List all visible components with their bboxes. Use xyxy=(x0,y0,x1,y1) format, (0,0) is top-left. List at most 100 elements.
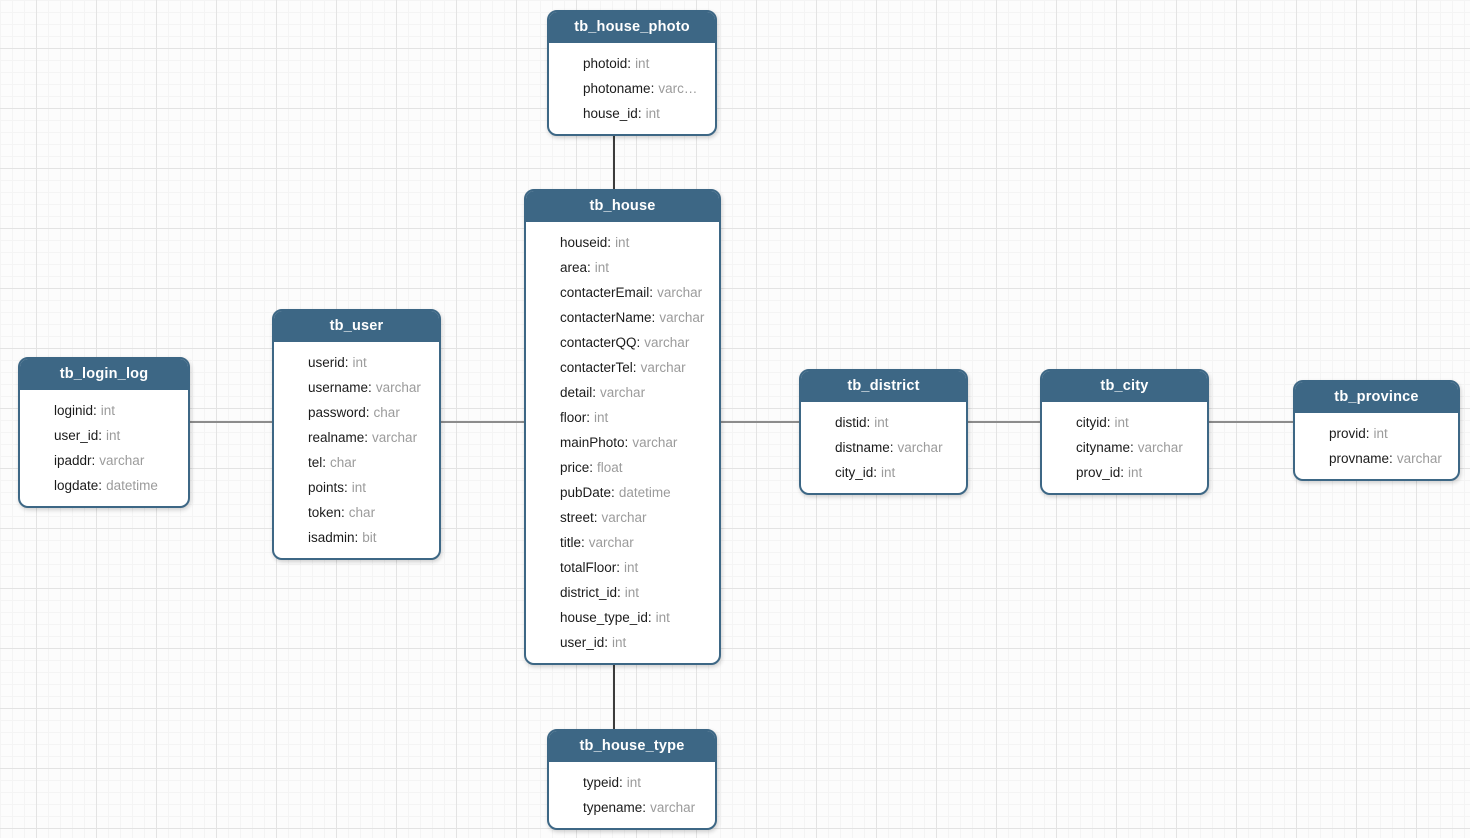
field-type: varchar xyxy=(600,385,646,400)
field-row[interactable]: loginidint xyxy=(20,398,188,423)
field-type: bit xyxy=(362,530,377,545)
field-row[interactable]: pricefloat xyxy=(526,455,719,480)
table-tb-city[interactable]: tb_city cityidint citynamevarchar prov_i… xyxy=(1040,369,1209,495)
table-tb-district[interactable]: tb_district distidint distnamevarchar ci… xyxy=(799,369,968,495)
field-row[interactable]: usernamevarchar xyxy=(274,375,439,400)
connector-house-district[interactable] xyxy=(721,421,799,423)
field-row[interactable]: city_id int xyxy=(801,460,966,485)
field-type: varchar xyxy=(644,335,690,350)
field-type: varchar xyxy=(99,453,145,468)
field-row[interactable]: houseid int xyxy=(526,230,719,255)
field-type: float xyxy=(597,460,623,475)
field-row[interactable]: distidint xyxy=(801,410,966,435)
field-name: city_id xyxy=(835,465,877,480)
field-row[interactable]: citynamevarchar xyxy=(1042,435,1207,460)
field-type: varc… xyxy=(658,81,698,96)
field-row[interactable]: pointsint xyxy=(274,475,439,500)
connector-district-city[interactable] xyxy=(968,421,1040,423)
field-row[interactable]: user_id int xyxy=(20,423,188,448)
field-row[interactable]: district_idint xyxy=(526,580,719,605)
field-type: int xyxy=(612,635,627,650)
field-row[interactable]: useridint xyxy=(274,350,439,375)
connector-city-province[interactable] xyxy=(1209,421,1293,423)
field-row[interactable]: ipaddrvarchar xyxy=(20,448,188,473)
field-row[interactable]: contacterQQvarchar xyxy=(526,330,719,355)
field-row[interactable]: contacterTelvarchar xyxy=(526,355,719,380)
field-type: int xyxy=(106,428,121,443)
field-name: totalFloor xyxy=(560,560,620,575)
field-row[interactable]: typeidint xyxy=(549,770,715,795)
table-tb-house-photo[interactable]: tb_house_photo photoidint photonamevarc…… xyxy=(547,10,717,136)
table-tb-province[interactable]: tb_province providint provnamevarchar xyxy=(1293,380,1460,481)
field-row[interactable]: house_type_idint xyxy=(526,605,719,630)
field-row[interactable]: photoidint xyxy=(549,51,715,76)
table-fields: loginidint user_id int ipaddrvarchar logd… xyxy=(20,390,188,506)
field-row[interactable]: isadminbit xyxy=(274,525,439,550)
field-row[interactable]: logdatedatetime xyxy=(20,473,188,498)
table-title[interactable]: tb_district xyxy=(801,371,966,402)
table-tb-login-log[interactable]: tb_login_log loginidint user_id int ipadd… xyxy=(18,357,190,508)
table-tb-user[interactable]: tb_user useridint usernamevarchar passwo… xyxy=(272,309,441,560)
field-row[interactable]: streetvarchar xyxy=(526,505,719,530)
connector-house-photo-house[interactable] xyxy=(613,132,615,189)
field-row[interactable]: prov_idint xyxy=(1042,460,1207,485)
field-type: int xyxy=(655,610,670,625)
table-fields: providint provnamevarchar xyxy=(1295,413,1458,479)
connector-user-house[interactable] xyxy=(441,421,524,423)
field-row[interactable]: passwordchar xyxy=(274,400,439,425)
field-name: prov_id xyxy=(1076,465,1124,480)
field-name: pubDate xyxy=(560,485,615,500)
field-row[interactable]: tokenchar xyxy=(274,500,439,525)
field-name: floor xyxy=(560,410,590,425)
field-row[interactable]: telchar xyxy=(274,450,439,475)
field-type: int xyxy=(881,465,896,480)
connector-house-house-type[interactable] xyxy=(613,665,615,729)
field-row[interactable]: provnamevarchar xyxy=(1295,446,1458,471)
field-name: user_id xyxy=(54,428,102,443)
table-fields: useridint usernamevarchar passwordchar r… xyxy=(274,342,439,558)
field-name: houseid xyxy=(560,235,611,250)
field-row[interactable]: house_idint xyxy=(549,101,715,126)
table-title[interactable]: tb_city xyxy=(1042,371,1207,402)
field-row[interactable]: mainPhotovarchar xyxy=(526,430,719,455)
field-type: datetime xyxy=(106,478,158,493)
table-tb-house[interactable]: tb_house houseid int areaint contacterEma… xyxy=(524,189,721,665)
field-type: varchar xyxy=(601,510,647,525)
field-row[interactable]: areaint xyxy=(526,255,719,280)
table-title[interactable]: tb_province xyxy=(1295,382,1458,413)
table-tb-house-type[interactable]: tb_house_type typeidint typenamevarchar xyxy=(547,729,717,830)
field-name: house_id xyxy=(583,106,642,121)
table-title[interactable]: tb_house xyxy=(526,191,719,222)
field-row[interactable]: user_id int xyxy=(526,630,719,655)
field-name: district_id xyxy=(560,585,621,600)
field-row[interactable]: typenamevarchar xyxy=(549,795,715,820)
field-type: int xyxy=(635,56,650,71)
field-name: points xyxy=(308,480,348,495)
field-row[interactable]: providint xyxy=(1295,421,1458,446)
table-title[interactable]: tb_user xyxy=(274,311,439,342)
field-type: int xyxy=(615,235,630,250)
field-name: cityid xyxy=(1076,415,1111,430)
table-title[interactable]: tb_house_type xyxy=(549,731,715,762)
field-row[interactable]: detailvarchar xyxy=(526,380,719,405)
field-row[interactable]: titlevarchar xyxy=(526,530,719,555)
field-name: password xyxy=(308,405,370,420)
field-row[interactable]: cityidint xyxy=(1042,410,1207,435)
field-row[interactable]: floorint xyxy=(526,405,719,430)
table-title[interactable]: tb_house_photo xyxy=(549,12,715,43)
field-name: typeid xyxy=(583,775,623,790)
field-name: contacterName xyxy=(560,310,655,325)
field-row[interactable]: pubDatedatetime xyxy=(526,480,719,505)
connector-login-log-user[interactable] xyxy=(190,421,272,423)
field-row[interactable]: distnamevarchar xyxy=(801,435,966,460)
field-row[interactable]: photonamevarc… xyxy=(549,76,715,101)
field-type: varchar xyxy=(588,535,634,550)
field-row[interactable]: totalFloorint xyxy=(526,555,719,580)
field-name: user_id xyxy=(560,635,608,650)
field-row[interactable]: realnamevarchar xyxy=(274,425,439,450)
field-row[interactable]: contacterName varchar xyxy=(526,305,719,330)
field-row[interactable]: contacterEmailvarchar xyxy=(526,280,719,305)
field-type: varchar xyxy=(659,310,705,325)
table-title[interactable]: tb_login_log xyxy=(20,359,188,390)
